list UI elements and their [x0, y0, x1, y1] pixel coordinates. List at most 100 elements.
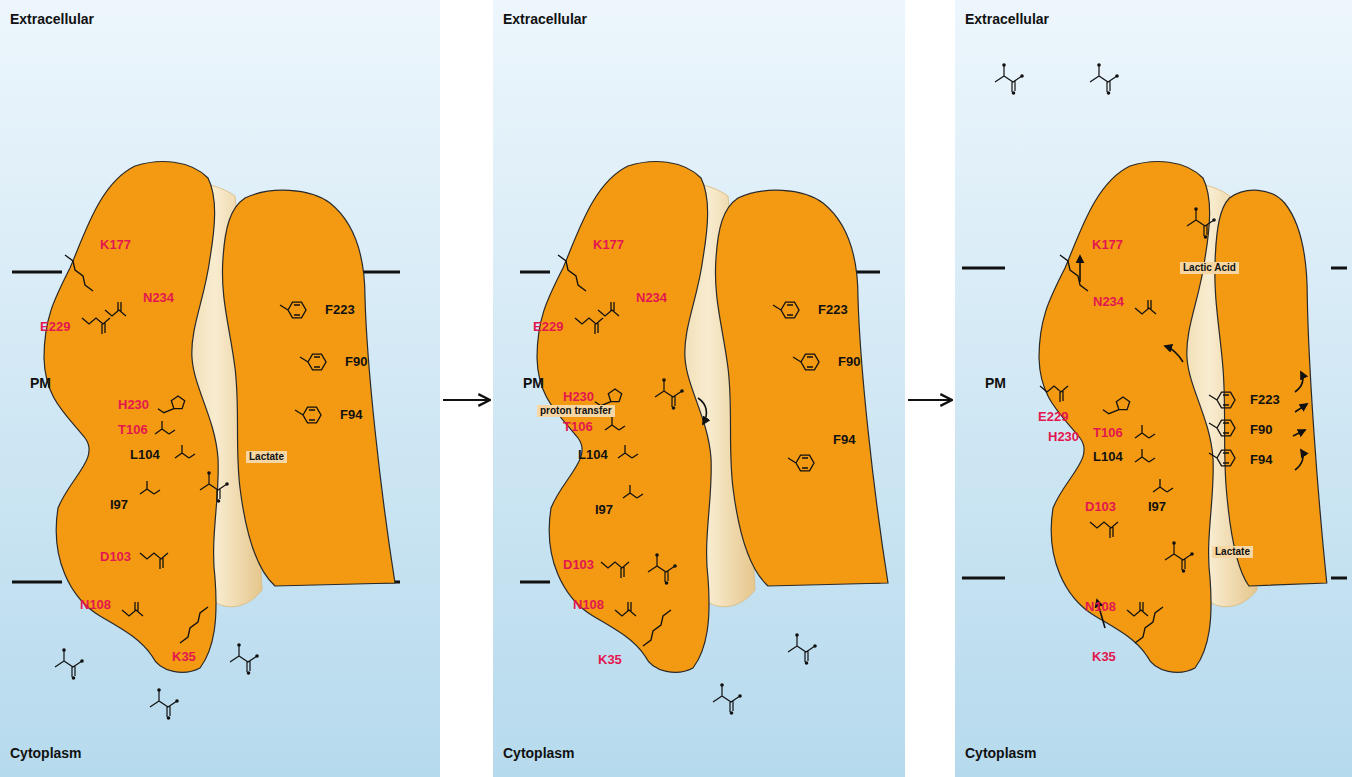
residue-label: F94 — [340, 408, 362, 421]
residue-label: K177 — [593, 238, 624, 251]
residue-label: E229 — [1038, 410, 1068, 423]
lactate-molecule — [1187, 207, 1216, 239]
residue-label: F94 — [1250, 453, 1272, 466]
lactate-molecule — [995, 63, 1024, 95]
side-chain — [1135, 425, 1155, 438]
side-chain — [65, 255, 93, 291]
membrane-label: PM — [30, 376, 51, 390]
cell-panel: ExtracellularPMCytoplasmK177N234E229H230… — [0, 0, 440, 777]
domain-outline — [708, 188, 893, 588]
residue-label: T106 — [118, 423, 148, 436]
residue-label: E229 — [533, 320, 563, 333]
region-cytoplasm: Cytoplasm — [503, 746, 575, 760]
molecule-overlay — [493, 0, 905, 777]
lactate-molecule — [788, 633, 817, 665]
membrane-line — [1331, 577, 1347, 580]
side-chain — [1135, 607, 1163, 643]
residue-label: H230 — [563, 390, 594, 403]
lactate-molecule — [1165, 541, 1194, 573]
residue-label: N108 — [573, 598, 604, 611]
residue-label: N108 — [80, 598, 111, 611]
lactate-molecule — [230, 643, 259, 675]
side-chain — [140, 481, 160, 494]
callout-tag: Lactate — [1212, 546, 1253, 558]
side-chain — [140, 553, 168, 569]
cell-panel: ExtracellularPMCytoplasmK177N234E229H230… — [493, 0, 905, 777]
residue-label: H230 — [1048, 430, 1079, 443]
residue-label: K35 — [172, 650, 196, 663]
side-chain — [618, 445, 638, 458]
side-chain — [122, 602, 143, 616]
domain-outline — [215, 188, 400, 588]
membrane-label: PM — [523, 376, 544, 390]
membrane-line — [520, 581, 550, 584]
residue-label: K177 — [1092, 238, 1123, 251]
callout-tag: Lactic Acid — [1180, 262, 1239, 274]
side-chain — [575, 318, 603, 334]
region-extracellular: Extracellular — [10, 12, 94, 26]
lactate-molecule — [150, 688, 179, 720]
motion-arrow — [1295, 404, 1307, 412]
cell-panel: ExtracellularPM Cytoplasm K177N234E229H230… — [955, 0, 1352, 777]
membrane-line — [1331, 267, 1347, 270]
residue-label: D103 — [100, 550, 131, 563]
side-chain — [82, 318, 110, 334]
side-chain — [1127, 602, 1148, 616]
residue-label: N234 — [636, 291, 667, 304]
residue-label: D103 — [1085, 500, 1116, 513]
side-chain — [623, 485, 643, 498]
step-arrow — [908, 399, 952, 401]
side-chain — [1153, 479, 1173, 492]
transporter-domain-right: F223F90F94 — [708, 188, 893, 588]
residue-label: N108 — [1085, 600, 1116, 613]
motion-arrow — [698, 398, 706, 424]
residue-label: F223 — [1250, 393, 1280, 406]
residue-label: F223 — [818, 303, 848, 316]
side-chain-layer — [1210, 188, 1330, 588]
region-extracellular: Extracellular — [965, 12, 1049, 26]
side-chain — [558, 255, 586, 291]
residue-label: L104 — [578, 448, 608, 461]
lactate-molecule — [655, 378, 684, 410]
residue-label: I97 — [1148, 500, 1166, 513]
lactate-molecule — [200, 471, 229, 503]
motion-arrow — [1165, 346, 1183, 362]
motion-arrow — [1079, 256, 1081, 282]
residue-label: N234 — [1093, 295, 1124, 308]
side-chain — [788, 455, 814, 471]
side-chain — [601, 562, 629, 578]
motion-arrow — [1295, 450, 1303, 470]
residue-label: H230 — [118, 398, 149, 411]
membrane-line — [962, 577, 1005, 580]
residue-label: N234 — [143, 291, 174, 304]
side-chain — [1135, 449, 1155, 462]
side-chain — [105, 302, 126, 316]
side-chain — [158, 396, 185, 413]
transporter-domain-right: F223F90F94 — [215, 188, 400, 588]
residue-label: D103 — [563, 558, 594, 571]
residue-label: I97 — [595, 503, 613, 516]
residue-label: F90 — [838, 355, 860, 368]
side-chain — [598, 302, 619, 316]
side-chain — [1090, 522, 1118, 538]
residue-label: T106 — [563, 420, 593, 433]
lactate-molecule — [55, 648, 84, 680]
motion-arrow — [1295, 372, 1303, 392]
region-cytoplasm: Cytoplasm — [965, 746, 1037, 760]
residue-label: E229 — [40, 320, 70, 333]
side-chain — [643, 610, 671, 646]
side-chain — [773, 302, 799, 318]
domain-outline — [40, 158, 255, 673]
transporter-domain-left: K177N234E229H230T106L104I97D103N108K35 — [40, 158, 255, 673]
residue-label: I97 — [110, 498, 128, 511]
lactate-molecule — [648, 553, 677, 585]
membrane-label: PM — [985, 376, 1006, 390]
residue-label: F90 — [345, 355, 367, 368]
membrane-line — [520, 271, 550, 274]
motion-arrow — [1097, 600, 1105, 628]
side-chain — [175, 445, 195, 458]
step-arrow — [443, 399, 490, 401]
side-chain — [595, 389, 622, 406]
side-chain — [180, 607, 208, 643]
